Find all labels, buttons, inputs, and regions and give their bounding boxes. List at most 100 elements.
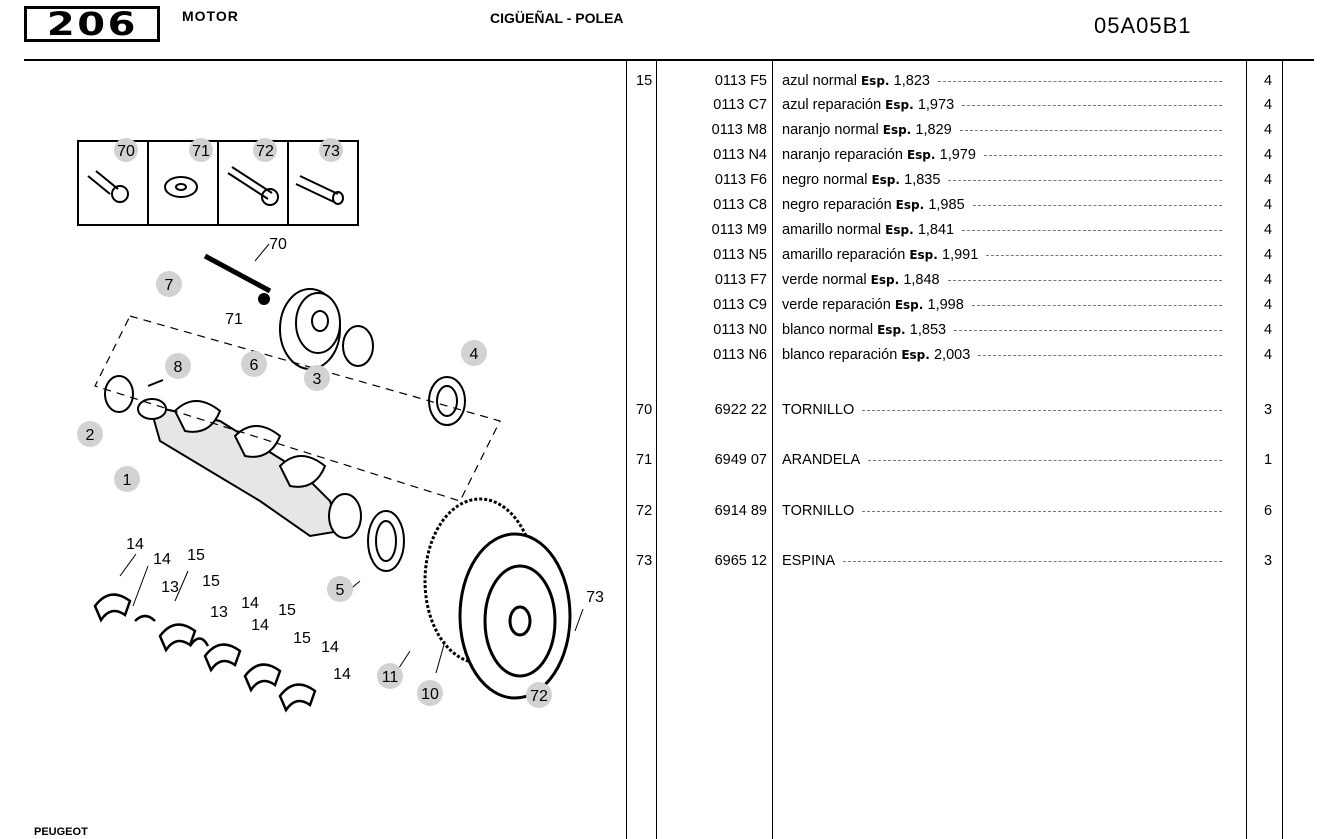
leader-dashes <box>868 459 1222 461</box>
description-text: azul normal <box>782 73 861 89</box>
description-text: naranjo reparación <box>782 147 907 163</box>
thickness-value: 1,841 <box>917 222 955 238</box>
svg-text:14: 14 <box>241 595 259 612</box>
quantity: 1 <box>1264 452 1273 468</box>
callout-14: 14 <box>321 639 339 656</box>
leader-dashes <box>972 204 1222 206</box>
inset-label-70: 70 <box>114 138 138 162</box>
leader-dashes <box>962 104 1222 106</box>
part-description: ARANDELA <box>782 452 1222 468</box>
description-text: negro normal <box>782 172 872 188</box>
svg-text:13: 13 <box>210 604 228 621</box>
callout-13: 13 <box>161 579 179 596</box>
svg-text:2: 2 <box>86 427 95 444</box>
thickness-label: Esp. <box>870 273 904 287</box>
svg-text:4: 4 <box>470 346 479 363</box>
col-divider-3 <box>772 61 773 839</box>
part-description: negro reparación Esp. 1,985 <box>782 197 1222 213</box>
quantity: 4 <box>1264 97 1273 113</box>
part-description: naranjo normal Esp. 1,829 <box>782 122 1222 138</box>
item-number: 72 <box>636 503 653 519</box>
thickness-value: 2,003 <box>933 347 971 363</box>
leader-dashes <box>954 329 1222 331</box>
description-text: negro reparación <box>782 197 896 213</box>
svg-text:71: 71 <box>225 311 243 328</box>
quantity: 4 <box>1264 222 1273 238</box>
part-reference: 0113 C8 <box>713 197 767 213</box>
quantity: 4 <box>1264 247 1273 263</box>
part-reference: 0113 F5 <box>714 73 767 89</box>
thickness-label: Esp. <box>877 323 910 337</box>
callout-15: 15 <box>187 547 205 564</box>
callout-7: 7 <box>156 271 182 297</box>
thickness-value: 1,848 <box>903 272 940 288</box>
exploded-diagram <box>77 140 584 713</box>
leader-dashes <box>843 560 1222 562</box>
svg-text:14: 14 <box>126 536 144 553</box>
svg-text:10: 10 <box>421 686 439 703</box>
col-divider-5 <box>1282 61 1283 839</box>
callout-15: 15 <box>202 573 220 590</box>
svg-text:7: 7 <box>165 277 174 294</box>
quantity: 6 <box>1264 503 1273 519</box>
part-description: blanco normal Esp. 1,853 <box>782 322 1222 338</box>
callout-8: 8 <box>165 353 191 379</box>
callout-71: 71 <box>225 311 243 328</box>
callout-73: 73 <box>586 589 604 606</box>
callout-14: 14 <box>126 536 144 553</box>
svg-text:13: 13 <box>161 579 179 596</box>
inset-label-72: 72 <box>253 138 277 162</box>
part-description: amarillo normal Esp. 1,841 <box>782 222 1222 238</box>
callout-3: 3 <box>304 365 330 391</box>
svg-text:73: 73 <box>586 589 604 606</box>
leader-dashes <box>947 279 1222 281</box>
thickness-value: 1,823 <box>893 73 930 89</box>
svg-text:8: 8 <box>174 359 183 376</box>
leader-dashes <box>862 510 1222 512</box>
part-description: azul reparación Esp. 1,973 <box>782 97 1222 113</box>
quantity: 4 <box>1264 297 1273 313</box>
svg-text:14: 14 <box>333 666 351 683</box>
thickness-value: 1,998 <box>927 297 964 313</box>
thickness-value: 1,835 <box>904 172 941 188</box>
svg-text:15: 15 <box>187 547 205 564</box>
svg-text:6: 6 <box>250 357 259 374</box>
model-number: 206 <box>46 5 138 43</box>
part-description: naranjo reparación Esp. 1,979 <box>782 147 1222 163</box>
quantity: 4 <box>1264 322 1273 338</box>
quantity: 3 <box>1264 553 1273 569</box>
part-reference: 0113 N6 <box>713 347 767 363</box>
flywheel <box>423 497 572 700</box>
callout-6: 6 <box>241 351 267 377</box>
part-reference: 6914 89 <box>714 503 767 519</box>
leader-dashes <box>971 304 1222 306</box>
callout-15: 15 <box>278 602 296 619</box>
thickness-label: Esp. <box>909 248 943 262</box>
svg-text:15: 15 <box>202 573 220 590</box>
quantity: 3 <box>1264 402 1273 418</box>
thickness-value: 1,973 <box>917 97 955 113</box>
leader-dashes <box>959 129 1222 131</box>
thickness-value: 1,853 <box>909 322 947 338</box>
thickness-label: Esp. <box>860 74 894 88</box>
part-reference: 0113 F6 <box>714 172 767 188</box>
model-logo: 206 <box>24 6 160 42</box>
table-row: 0113 C7 azul reparación Esp. 1,973 4 <box>626 97 1323 121</box>
callout-5: 5 <box>327 576 353 602</box>
leader-dashes <box>937 80 1222 82</box>
description-text: TORNILLO <box>782 503 855 519</box>
svg-text:14: 14 <box>153 551 171 568</box>
inset-label-71: 71 <box>189 138 213 162</box>
part-reference: 0113 C7 <box>713 97 767 113</box>
